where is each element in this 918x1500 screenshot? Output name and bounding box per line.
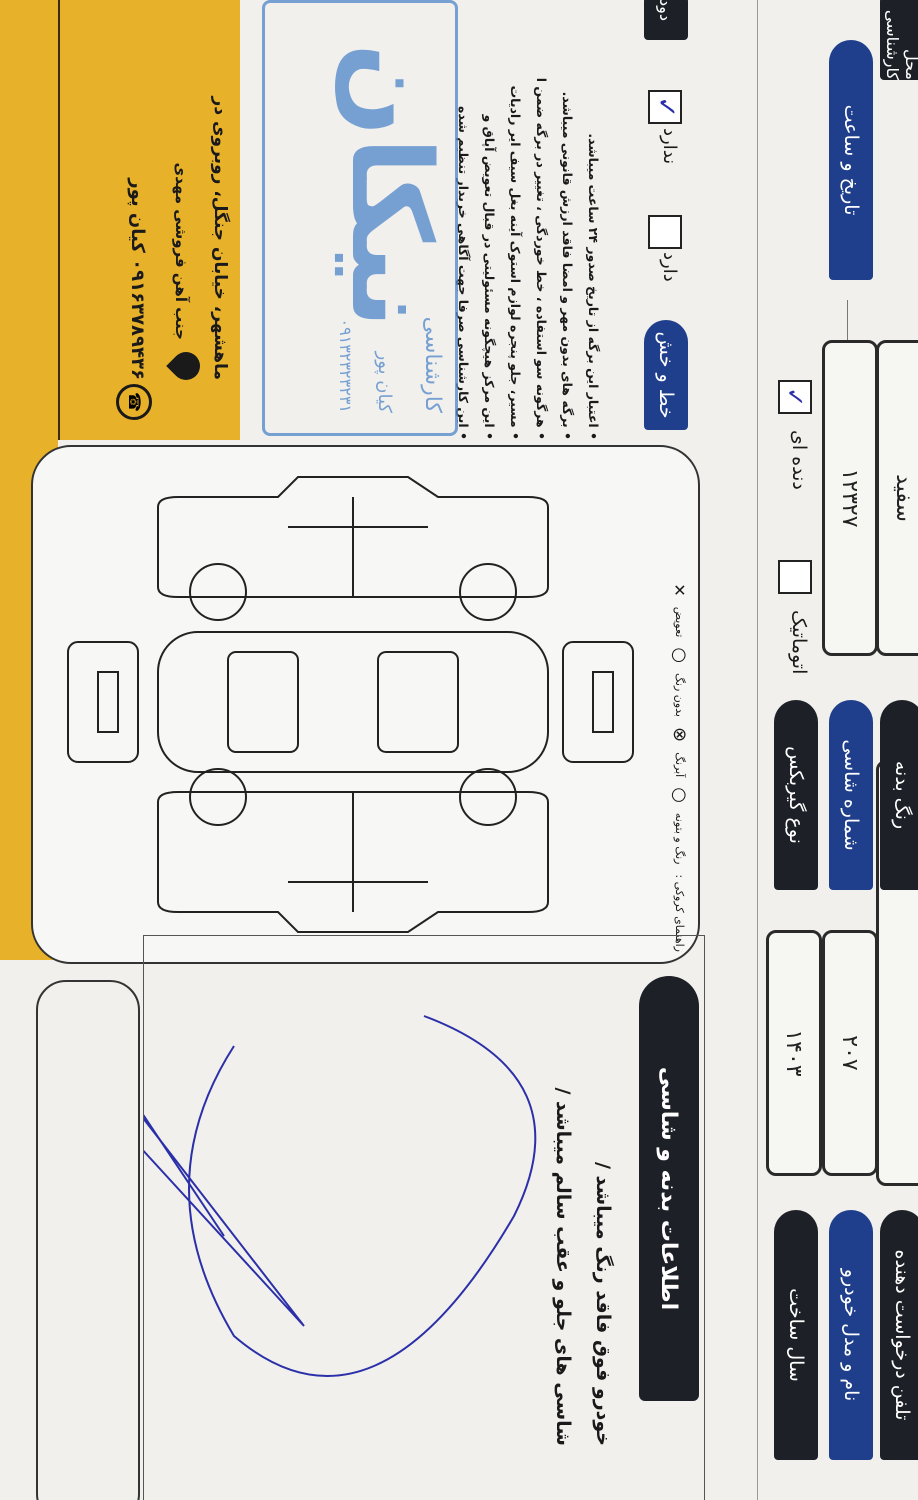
year-label-text: سال ساخت <box>785 1288 807 1382</box>
datetime-label-text: تاریخ و ساعت <box>840 104 862 216</box>
footer-phone: ۰۹۱۶۳۷۸۹۴۳۶ کیان پور <box>127 178 148 380</box>
footer-band: ماهشهر، خیابان جنگل، روبروی در جنب آهن ف… <box>0 0 240 440</box>
location-label-text: محل کارشناسی <box>883 9 918 80</box>
phone-icon: ☎ <box>116 384 152 420</box>
datetime-label: تاریخ و ساعت <box>829 40 873 280</box>
gearbox-label: نوع گیربکس <box>774 700 818 890</box>
automatic-label: اتوماتیک <box>788 610 810 675</box>
color-label: رنگ بدنه <box>880 700 918 890</box>
phone-label: تلفن درخواست دهنده <box>880 1210 918 1460</box>
signature <box>144 1015 537 1377</box>
chassis-label-text: شماره شاسی <box>840 739 862 851</box>
divider <box>847 300 848 340</box>
stamp: نیکان کارشناسی کیان پور ۰۹۱۳۲۳۲۳۲۳۱ <box>262 0 458 436</box>
model-value-box: ۲۰۷ <box>822 930 878 1176</box>
manual-checkbox[interactable]: ✓ <box>778 380 812 414</box>
car-side-right <box>157 768 549 933</box>
address-line2: جنب آهن فروشی مهدی <box>172 162 190 340</box>
has-label: دارد <box>659 252 680 282</box>
year-value: ۱۴۰۳ <box>781 1029 807 1077</box>
model-label: نام و مدل خودرو <box>829 1210 873 1460</box>
smoke-label: دود <box>644 0 688 40</box>
note-item: • برگه های بدون مهر و امضا فاقد ارزش قان… <box>560 91 575 440</box>
automatic-checkbox[interactable] <box>778 560 812 594</box>
note-item: • هرگونه سو استفاده ، خط خوردگی ، تغییر … <box>534 77 549 440</box>
divider <box>757 0 758 1500</box>
body-info-box: اطلاعات بدنه و شاسی خودرو فوق فاقد رنگ م… <box>143 935 705 1500</box>
car-front-view <box>562 641 634 763</box>
location-label: محل کارشناسی <box>880 0 918 80</box>
scratch-label: خط و خش <box>644 320 688 430</box>
model-label-text: نام و مدل خودرو <box>840 1268 862 1402</box>
notes-list: • اعتبار این برگه از تاریخ صدور ۲۴ ساعت … <box>450 10 606 440</box>
stamp-line2: کیان پور <box>374 351 395 413</box>
manual-label: دنده ای <box>788 430 810 490</box>
note-item: • مسیر، جلو پنجره لوازم استوک آینه بغل س… <box>508 85 523 440</box>
has-not-checkbox[interactable]: ✓ <box>648 90 682 124</box>
chassis-value-box: ۱۲۳۲۷ <box>822 340 878 656</box>
model-value: ۲۰۷ <box>837 1035 863 1071</box>
car-diagram-box: راهنمای کروکی : رنگ و بتونه○ آبرنگ⊗ بدون… <box>31 445 700 964</box>
stamp-line1: کارشناسی <box>420 316 445 413</box>
gearbox-label-text: نوع گیربکس <box>785 746 807 844</box>
stamp-name: نیکان <box>327 43 455 329</box>
car-rear-view <box>67 641 139 763</box>
car-top-view <box>157 631 549 773</box>
phone-label-text: تلفن درخواست دهنده <box>891 1249 913 1421</box>
year-label: سال ساخت <box>774 1210 818 1460</box>
address-line1: ماهشهر، خیابان جنگل، روبروی در <box>210 96 230 380</box>
note-item: • این مرکز هیچگونه مسئولیتی در قبال تعوی… <box>482 114 497 440</box>
stamp-number: ۰۹۱۳۲۳۲۳۲۳۱ <box>336 318 355 413</box>
car-side-left <box>157 476 549 621</box>
color-value: سفید <box>891 474 917 522</box>
smoke-label-text: دود <box>656 0 676 21</box>
car-diagram <box>67 476 634 933</box>
divider <box>58 0 60 440</box>
scratch-label-text: خط و خش <box>655 331 677 419</box>
lower-box <box>36 980 140 1500</box>
chassis-value: ۱۲۳۲۷ <box>837 468 863 528</box>
color-label-text: رنگ بدنه <box>891 760 913 830</box>
color-value-box: سفید <box>876 340 918 656</box>
chassis-label: شماره شاسی <box>829 700 873 890</box>
has-checkbox[interactable] <box>648 215 682 249</box>
year-value-box: ۱۴۰۳ <box>766 930 822 1176</box>
has-not-label: ندارد <box>659 128 680 165</box>
note-item: • اعتبار این برگه از تاریخ صدور ۲۴ ساعت … <box>586 133 601 440</box>
location-pin-icon <box>166 346 206 386</box>
